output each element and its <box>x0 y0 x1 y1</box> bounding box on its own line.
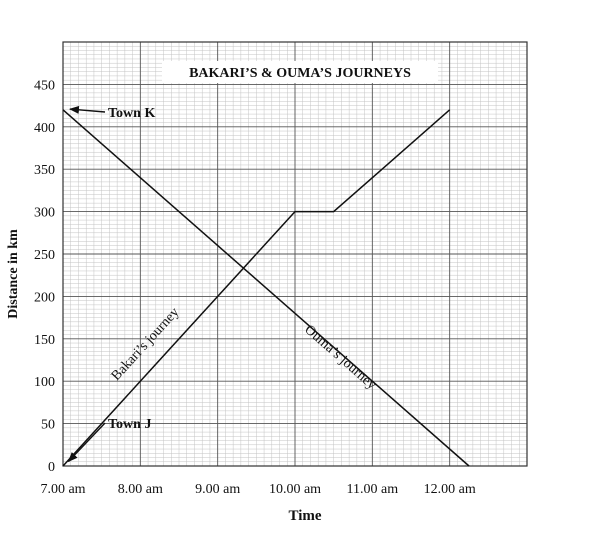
annotation-arrow <box>67 422 106 463</box>
y-tick-label: 250 <box>34 248 55 263</box>
y-tick-label: 300 <box>34 206 55 221</box>
x-tick-label: 8.00 am <box>118 482 163 497</box>
y-tick-label: 150 <box>34 333 55 348</box>
x-tick-labels: 7.00 am 8.00 am 9.00 am 10.00 am 11.00 am 12.… <box>40 482 475 497</box>
x-tick-label: 7.00 am <box>40 482 85 497</box>
x-tick-label: 12.00 am <box>424 482 476 497</box>
series-line-0 <box>62 109 451 467</box>
annotations: Town K Town J <box>67 105 155 463</box>
annotation-label: Town J <box>108 417 151 432</box>
x-tick-label: 9.00 am <box>195 482 240 497</box>
y-tick-label: 450 <box>34 78 55 93</box>
x-axis-label: Time <box>288 508 321 524</box>
y-tick-label: 0 <box>48 460 55 475</box>
y-tick-label: 400 <box>34 121 55 136</box>
chart-title: BAKARI’S & OUMA’S JOURNEYS <box>189 66 411 81</box>
chart-title-box <box>162 61 438 83</box>
series-line-1 <box>62 109 470 467</box>
y-tick-label: 200 <box>34 290 55 305</box>
y-tick-label: 50 <box>41 418 55 433</box>
y-tick-label: 100 <box>34 375 55 390</box>
y-tick-labels: 0 50 100 150 200 250 300 350 400 450 <box>34 78 55 475</box>
y-axis-label: Distance in km <box>6 229 21 319</box>
annotation-label: Town K <box>108 106 155 121</box>
annotation-arrow <box>68 105 106 114</box>
x-tick-label: 11.00 am <box>347 482 399 497</box>
plot-border <box>62 41 528 467</box>
x-tick-label: 10.00 am <box>269 482 321 497</box>
series-label-1: Ouma’s journey <box>301 322 378 393</box>
series-lines <box>62 109 470 467</box>
y-tick-label: 350 <box>34 163 55 178</box>
